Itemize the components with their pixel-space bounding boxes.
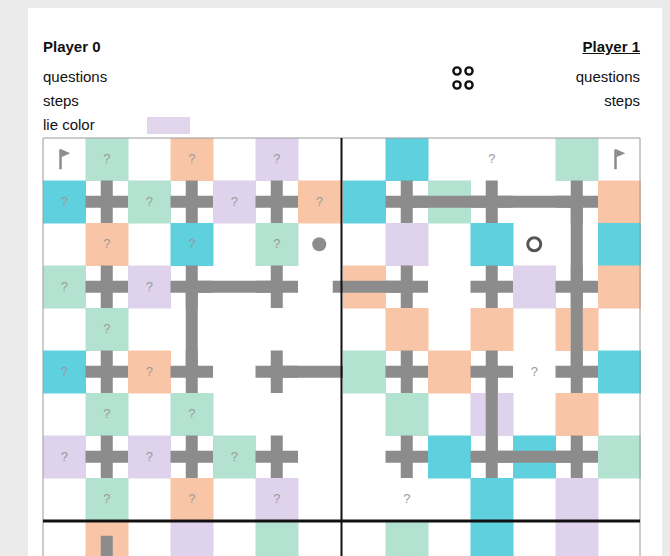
hidden-tile-mark: ? (86, 151, 128, 167)
player-token (528, 238, 541, 251)
counter-dot (465, 81, 472, 88)
hidden-tile-mark: ? (43, 449, 85, 465)
wall (186, 281, 198, 378)
hidden-tile-mark: ? (128, 449, 170, 465)
hidden-tile-mark: ? (128, 279, 170, 295)
flag-icon (614, 149, 625, 169)
wall (401, 196, 583, 208)
hidden-tile-mark: ? (171, 491, 213, 507)
wall (571, 196, 583, 378)
legend-text: lie color (43, 116, 95, 134)
player-title: Player 1 (582, 38, 640, 56)
wall (486, 366, 498, 463)
hidden-tile-mark: ? (213, 194, 255, 210)
hidden-tile-mark: ? (256, 491, 298, 507)
player-token (312, 237, 326, 251)
board (333, 138, 641, 556)
wall (333, 281, 413, 293)
hidden-tile-mark: ? (86, 321, 128, 337)
counter-dot (453, 67, 460, 74)
wall (271, 366, 351, 378)
hidden-tile-mark: ? (86, 236, 128, 252)
stat-label: steps (604, 92, 640, 110)
stat-label: questions (576, 68, 640, 86)
wall (186, 281, 283, 293)
hidden-tile-mark: ? (256, 151, 298, 167)
hidden-tile-mark: ? (386, 491, 428, 507)
stat-label: questions (43, 68, 107, 86)
hidden-tile-mark: ? (86, 491, 128, 507)
hidden-tile-mark: ? (256, 236, 298, 252)
flag-icon (59, 149, 70, 169)
hidden-tile-mark: ? (171, 151, 213, 167)
hidden-tile-mark: ? (298, 194, 340, 210)
hidden-tile-mark: ? (43, 364, 85, 380)
hidden-tile-mark: ? (43, 279, 85, 295)
hidden-tile-mark: ? (43, 194, 85, 210)
player-title: Player 0 (43, 38, 101, 56)
color-swatch (147, 117, 190, 134)
hidden-tile-mark: ? (128, 364, 170, 380)
hidden-tile-mark: ? (213, 449, 255, 465)
wall (486, 451, 583, 463)
hidden-tile-mark: ? (128, 194, 170, 210)
counter-dot (453, 81, 460, 88)
counter-dot (465, 67, 472, 74)
hidden-tile-mark: ? (171, 236, 213, 252)
wall (101, 536, 113, 556)
board (43, 138, 351, 556)
hidden-tile-mark: ? (171, 406, 213, 422)
hidden-tile-mark: ? (513, 364, 555, 380)
hidden-tile-mark: ? (471, 151, 513, 167)
hidden-tile-mark: ? (86, 406, 128, 422)
stat-label: steps (43, 92, 79, 110)
